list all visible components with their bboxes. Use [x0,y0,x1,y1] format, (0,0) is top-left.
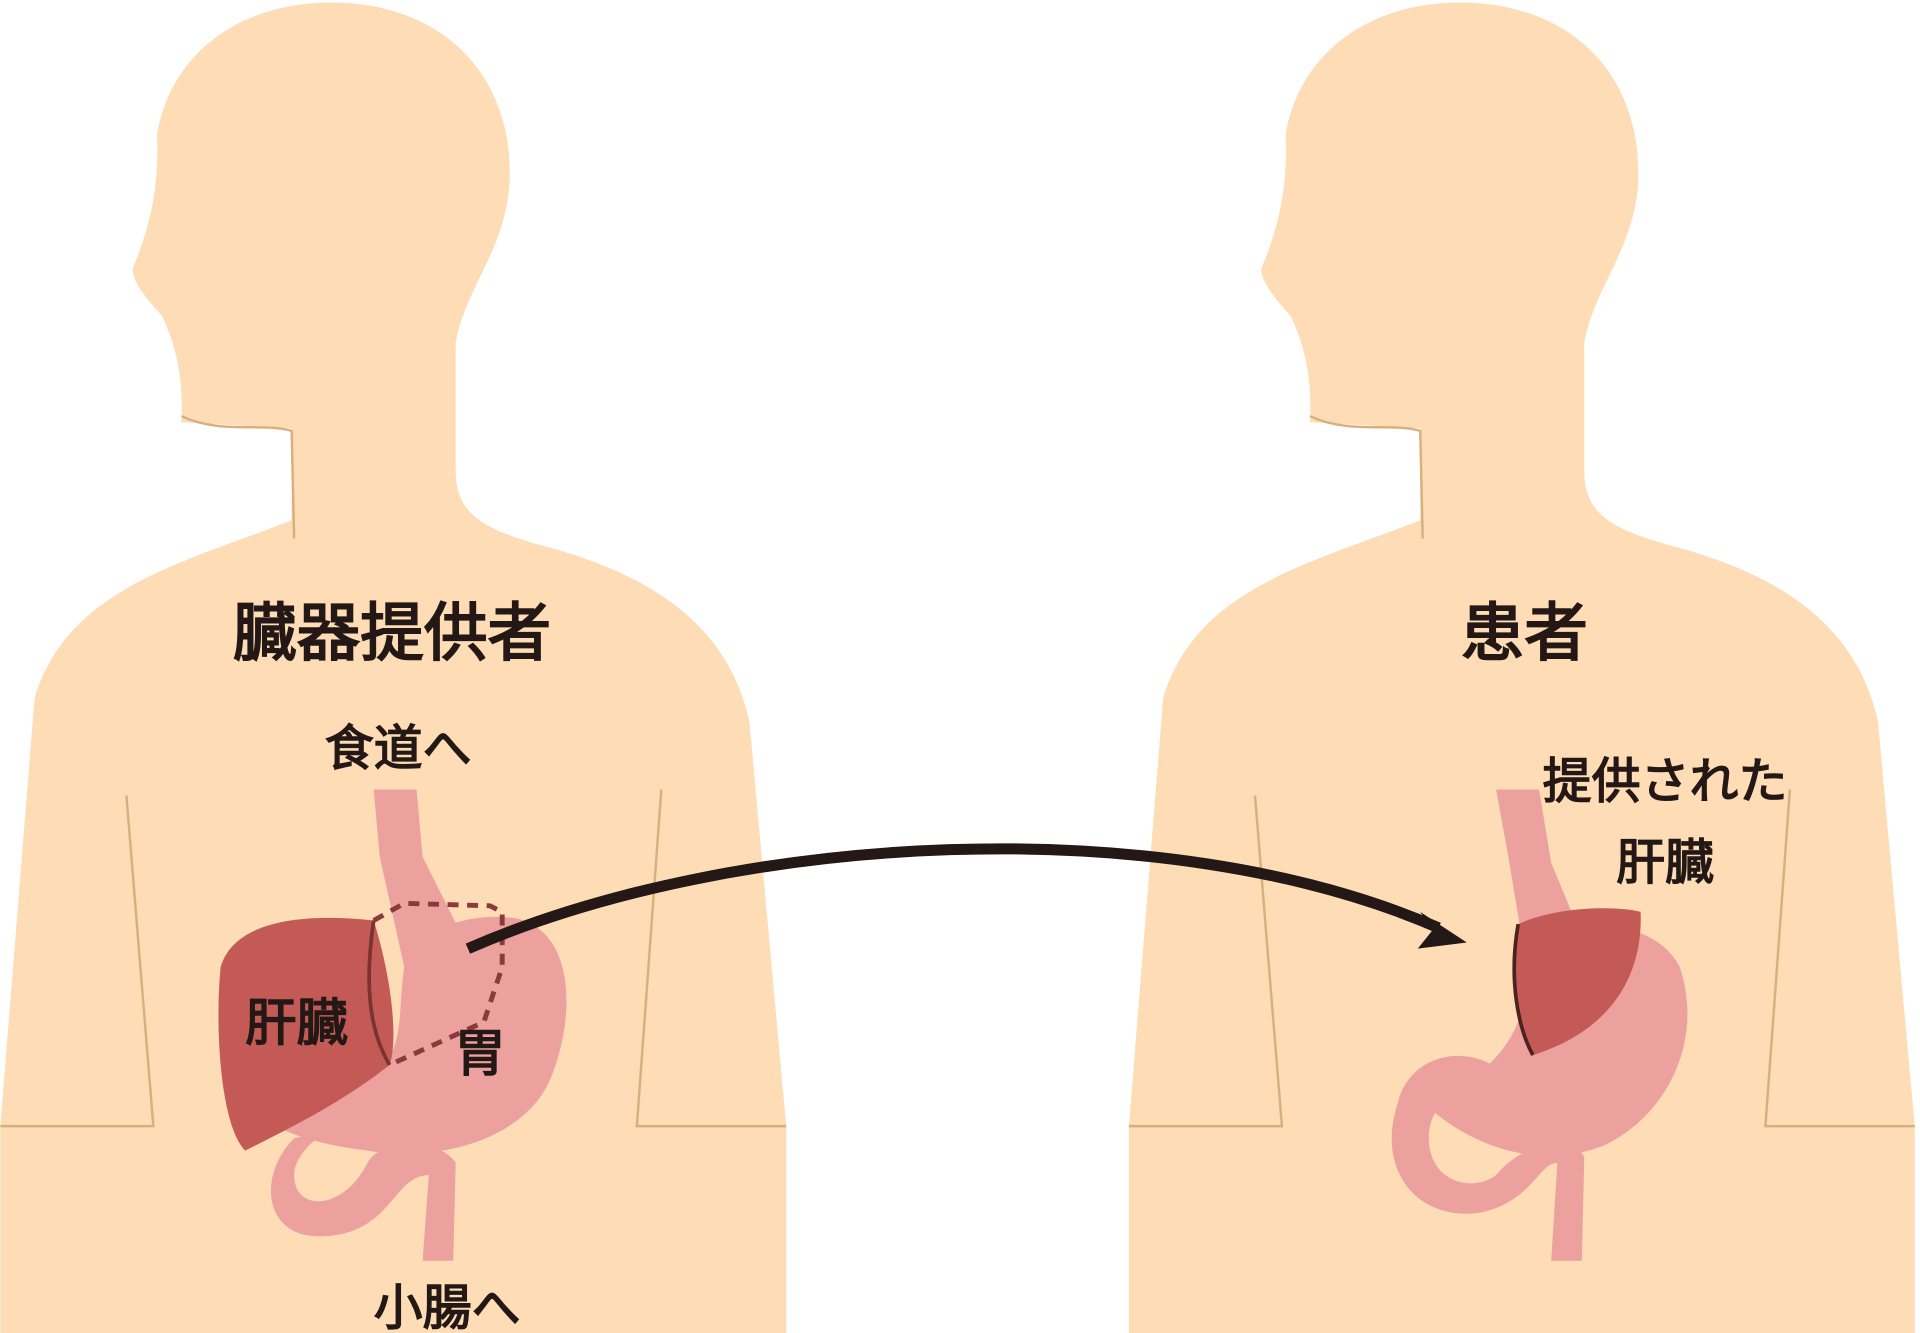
transplant-label-line1: 提供された [1543,753,1788,810]
donor-figure: 臓器提供者 食道へ 肝臓 胃 小腸へ [0,1,788,1333]
transplant-arrow [465,843,1467,954]
donor-title: 臓器提供者 [233,597,551,671]
donor-liver-label: 肝臓 [245,993,348,1053]
transplant-label-line2: 肝臓 [1616,834,1714,891]
stomach-label: 胃 [454,1024,505,1084]
donor-small-intestine [270,1120,456,1261]
recipient-figure: 患者 提供された 肝臓 [1127,1,1916,1333]
transplanted-liver [1512,908,1641,1056]
small-intestine-label: 小腸へ [374,1279,521,1333]
esophagus-label: 食道へ [325,720,472,777]
donor-liver-cut-line [367,920,392,1066]
recipient-title: 患者 [1461,597,1588,671]
donor-liver [218,917,394,1151]
recipient-small-intestine [1391,1055,1585,1261]
arrow-head-icon [1417,911,1467,949]
arrow-shaft [465,843,1441,954]
transplanted-liver-cut-line [1512,923,1535,1057]
donor-esophagus [373,789,460,968]
